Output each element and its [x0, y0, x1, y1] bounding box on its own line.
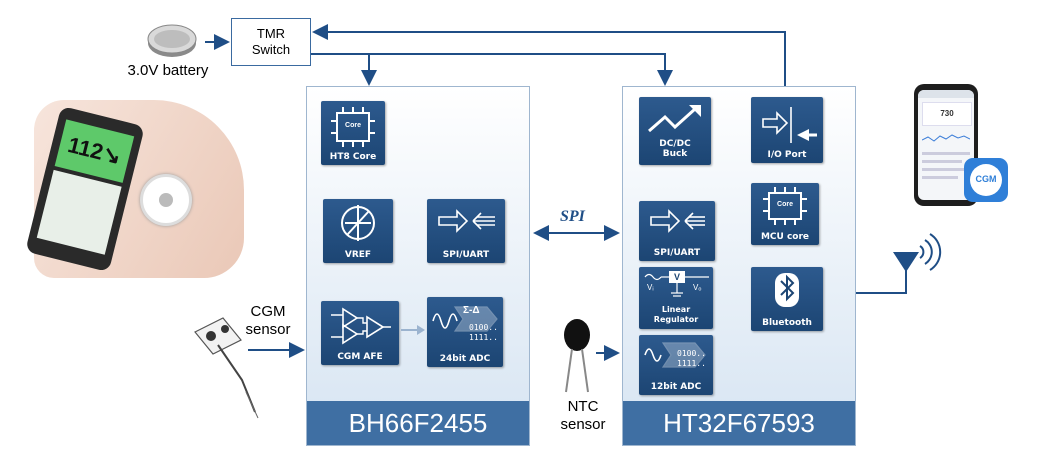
- spi-uart-label-left: SPI/UART: [442, 250, 490, 260]
- adc12-bits-line2: 1111..: [677, 359, 706, 368]
- adc-24bit-label: 24bit ADC: [439, 354, 491, 364]
- adc-icon: [644, 342, 706, 368]
- core-chip-text: Core: [345, 122, 361, 129]
- dcdc-label-line2: Buck: [662, 149, 688, 159]
- dcdc-label-line1: DC/DC: [659, 139, 691, 149]
- mcu-core-label: MCU core: [760, 232, 810, 242]
- regulator-v-text: V: [673, 272, 680, 282]
- vref-label: VREF: [344, 250, 372, 260]
- adc-bits-line1: 0100..: [469, 323, 498, 332]
- io-port-icon: [762, 107, 817, 143]
- switch-label: Switch: [251, 42, 291, 57]
- battery-label: 3.0V battery: [127, 62, 209, 79]
- trend-chart-icon: [922, 134, 970, 142]
- adc-icon: [432, 306, 498, 332]
- regulator-icon: [644, 271, 709, 297]
- cgm-app-icon: CGM: [964, 158, 1008, 202]
- skin-patch: [140, 174, 192, 226]
- ntc-sensor-label-line1: NTC: [567, 398, 599, 415]
- sigma-delta-text: Σ-Δ: [463, 305, 480, 316]
- dcdc-buck-block: DC/DC Buck: [639, 97, 711, 165]
- adc12-bits-line1: 0100..: [677, 349, 706, 358]
- ht8-core-label: HT8 Core: [329, 152, 377, 162]
- coin-battery-icon: [147, 24, 197, 57]
- trend-up-icon: [648, 105, 701, 133]
- mcu-chip-text: Core: [777, 201, 793, 208]
- app-glucose-value: 730: [940, 109, 954, 118]
- bluetooth-label: Bluetooth: [762, 318, 812, 328]
- linear-regulator-block: V Vᵢ Vₒ Linear Regulator: [639, 267, 713, 329]
- bluetooth-block: Bluetooth: [751, 267, 823, 331]
- cgm-afe-label: CGM AFE: [337, 352, 383, 362]
- ht8-core-block: Core HT8 Core: [321, 101, 385, 165]
- bluetooth-icon: [775, 273, 799, 307]
- cgm-sensor-icon: [194, 317, 259, 419]
- handheld-reader: 112↘: [25, 105, 145, 273]
- ntc-thermistor-icon: [564, 319, 590, 393]
- cgm-sensor-label-line1: CGM: [250, 303, 286, 320]
- bidirectional-arrows-icon: [438, 209, 495, 233]
- adc-bits-line2: 1111..: [469, 333, 498, 342]
- spi-uart-block-right: SPI/UART: [639, 201, 715, 261]
- cgm-app-icon-label: CGM: [975, 174, 997, 184]
- mcu-core-block: Core MCU core: [751, 183, 819, 245]
- afe-to-adc-arrow-icon: [401, 325, 425, 335]
- chip-bh66f2455: BH66F2455 Core HT8 Core VREF: [306, 86, 530, 446]
- voltage-reference-icon: [341, 205, 375, 241]
- cgm-sensor-label-line2: sensor: [245, 321, 291, 338]
- tmr-label: TMR: [256, 26, 286, 41]
- bidirectional-arrows-icon: [650, 209, 705, 233]
- amplifier-icon: [331, 307, 391, 345]
- spi-uart-block-left: SPI/UART: [427, 199, 505, 263]
- chip-icon: [763, 187, 807, 225]
- adc-12bit-label: 12bit ADC: [650, 382, 702, 392]
- chip-icon: [331, 107, 375, 147]
- chip-ht32f67593: HT32F67593 DC/DC Buck I/O Port: [622, 86, 856, 446]
- chip-name: BH66F2455: [307, 401, 529, 445]
- io-port-block: I/O Port: [751, 97, 823, 163]
- regulator-label-line2: Regulator: [653, 315, 699, 324]
- spi-uart-label-right: SPI/UART: [653, 248, 701, 258]
- adc-12bit-block: 0100.. 1111.. 12bit ADC: [639, 335, 713, 395]
- glucose-reading: 112: [65, 132, 106, 165]
- tmr-switch: TMR Switch: [231, 18, 311, 66]
- regulator-vi-text: Vᵢ: [647, 283, 654, 292]
- spi-bus-label: SPI: [560, 208, 585, 225]
- cgm-sensor-label: CGM sensor: [238, 303, 298, 339]
- regulator-vo-text: Vₒ: [693, 283, 702, 292]
- io-port-label: I/O Port: [767, 150, 807, 160]
- adc-24bit-block: Σ-Δ 0100.. 1111.. 24bit ADC: [427, 297, 503, 367]
- regulator-label-line1: Linear: [661, 305, 691, 314]
- cgm-arm-photo: 112↘: [25, 100, 244, 278]
- cgm-afe-block: CGM AFE: [321, 301, 399, 365]
- antenna-icon: [893, 233, 942, 272]
- ntc-sensor-label-line2: sensor: [560, 416, 606, 433]
- ntc-sensor-label: NTC sensor: [548, 398, 618, 434]
- chip-name-right: HT32F67593: [623, 401, 855, 445]
- vref-block: VREF: [323, 199, 393, 263]
